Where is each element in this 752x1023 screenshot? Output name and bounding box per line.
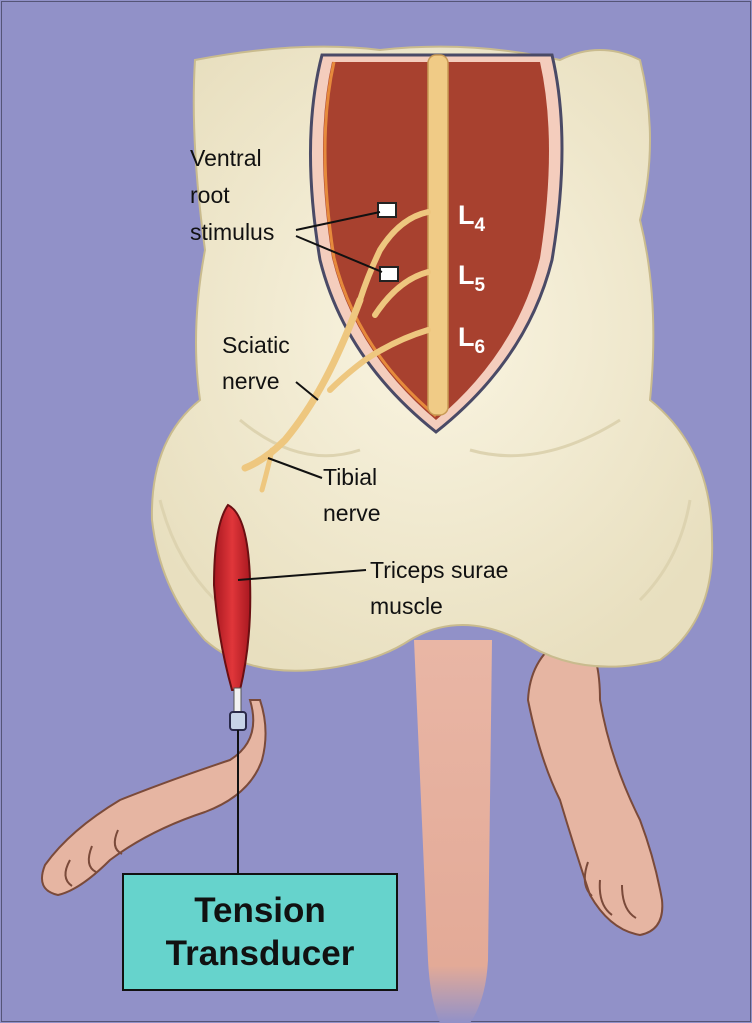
label-tibial-line1: Tibial (323, 462, 377, 492)
label-ventral-line1: Ventral (190, 143, 262, 173)
label-triceps-line2: muscle (370, 591, 443, 621)
tendon-clip (230, 712, 246, 730)
electrode-upper (378, 203, 396, 217)
label-sciatic-line1: Sciatic (222, 330, 290, 360)
transducer-line2: Transducer (124, 932, 396, 975)
label-ventral-line3: stimulus (190, 217, 274, 247)
level-l5: L5 (458, 260, 485, 297)
transducer-line1: Tension (124, 889, 396, 932)
spinal-cord (428, 55, 448, 415)
label-sciatic-line2: nerve (222, 366, 280, 396)
tendon (234, 688, 241, 714)
label-ventral-line2: root (190, 180, 230, 210)
electrode-lower (380, 267, 398, 281)
level-l4: L4 (458, 200, 485, 237)
label-tibial-line2: nerve (323, 498, 381, 528)
level-l6: L6 (458, 322, 485, 359)
label-triceps-line1: Triceps surae (370, 555, 508, 585)
tension-transducer-box: Tension Transducer (122, 873, 398, 991)
